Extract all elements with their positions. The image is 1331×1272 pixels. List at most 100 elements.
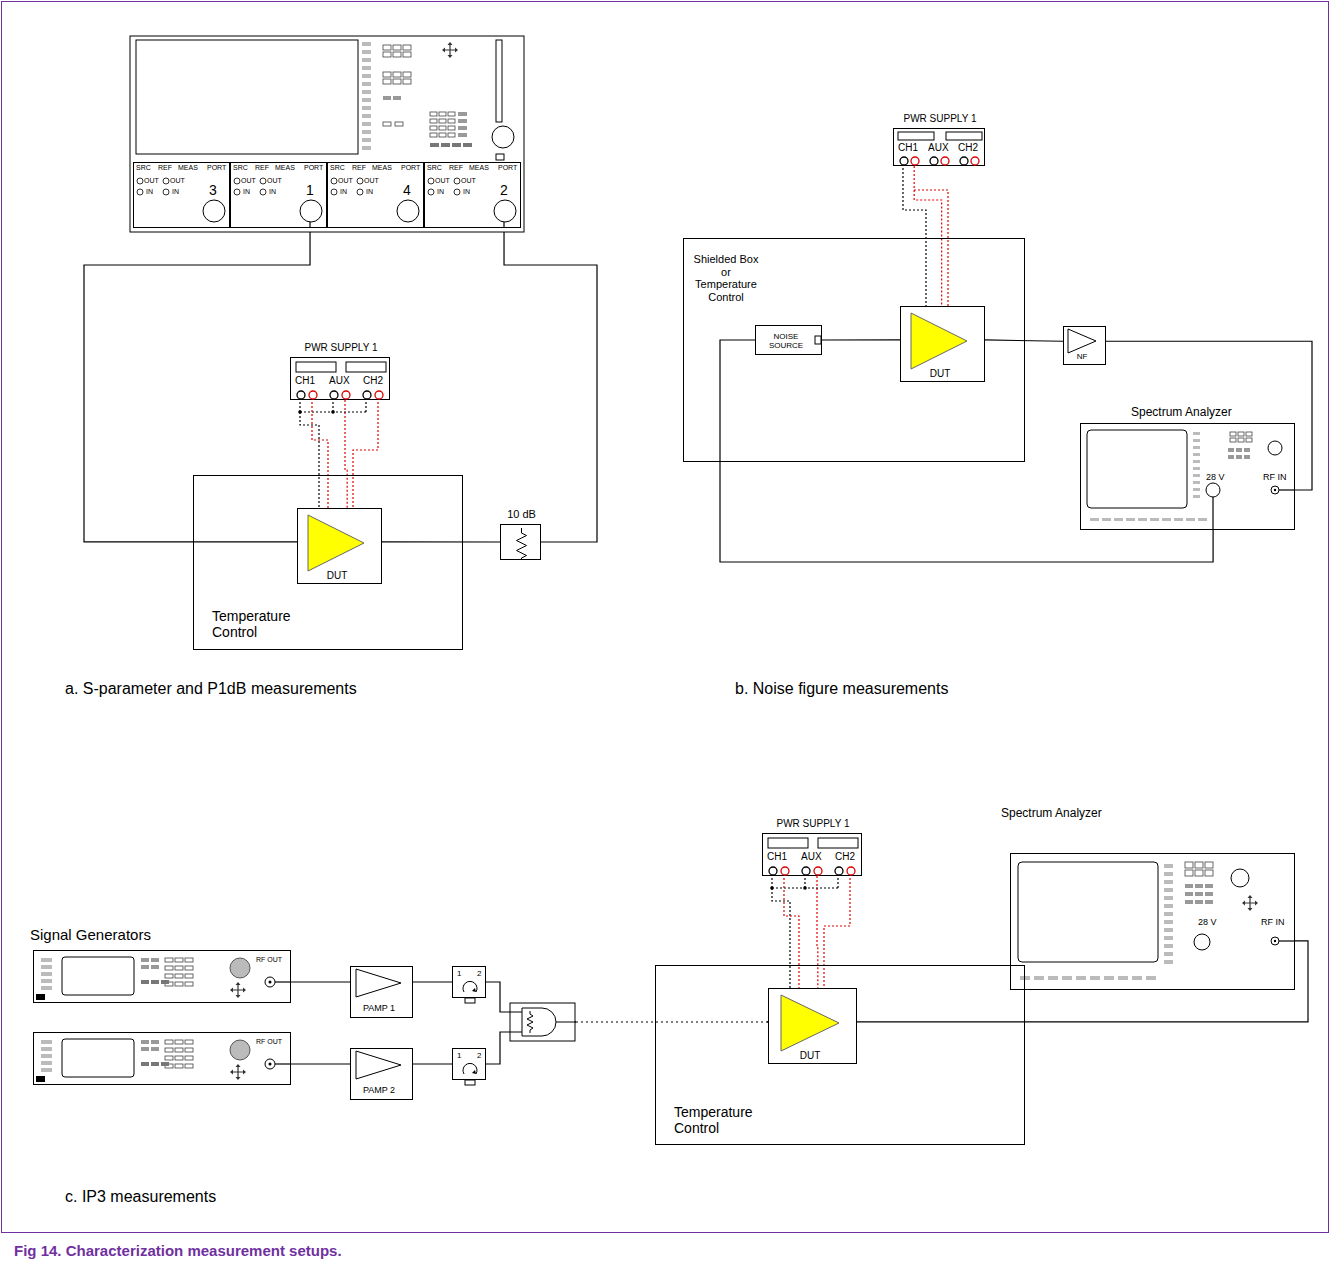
button-symbol: [393, 72, 401, 77]
button-symbol: [448, 119, 455, 123]
button-symbol: [1230, 432, 1236, 436]
terminal-symbol: [930, 157, 938, 165]
button-symbol: [1164, 904, 1173, 908]
button-symbol: [175, 1048, 183, 1052]
node-label: DUT: [298, 570, 376, 582]
node-label: DUT: [901, 368, 979, 380]
shape-outline: [34, 951, 290, 1002]
button-symbol: [161, 980, 169, 984]
terminal-symbol: [847, 867, 855, 875]
node-label: PWR SUPPLY 1: [291, 342, 391, 354]
button-symbol: [430, 112, 437, 116]
spectrum-analyzer-body: [1080, 423, 1295, 530]
power-supply: PWR SUPPLY 1CH1AUXCH2: [290, 357, 390, 400]
button-symbol: [1104, 976, 1114, 980]
wire: [824, 874, 850, 988]
figure-caption: Fig 14. Characterization measurement set…: [14, 1242, 342, 1259]
enclosure-box: Temperature ControlDUT: [655, 965, 1025, 1145]
terminal-symbol: [835, 867, 843, 875]
button-symbol: [151, 1047, 159, 1051]
button-symbol: [1174, 518, 1183, 521]
button-symbol: [151, 980, 159, 984]
display-window: [898, 132, 934, 140]
amplifier-triangle: [781, 995, 839, 1051]
button-symbol: [185, 982, 193, 986]
sub-caption: c. IP3 measurements: [65, 1188, 216, 1206]
connector-symbol: [454, 178, 460, 184]
button-symbol: [1195, 870, 1203, 876]
node-label: IN: [463, 188, 470, 196]
button-symbol: [41, 965, 52, 969]
terminal-symbol: [363, 391, 371, 399]
amplifier: PAMP 2: [350, 1048, 413, 1100]
button-symbol: [362, 82, 371, 86]
navigation-symbol: [231, 1065, 245, 1079]
node-label: OUT: [435, 177, 450, 185]
wire: [312, 398, 328, 508]
button-symbol: [141, 1047, 149, 1051]
terminal-symbol: [309, 391, 317, 399]
bias-wire: [816, 876, 818, 988]
connector-symbol: [260, 189, 266, 195]
button-symbol: [1020, 976, 1030, 980]
port-stub: [1279, 940, 1295, 941]
node-label: IN: [366, 188, 373, 196]
button-symbol: [1164, 928, 1173, 932]
button-symbol: [403, 52, 411, 57]
rf-cable: [822, 339, 900, 340]
node-label: 4: [403, 182, 411, 198]
port-symbol: [1206, 483, 1220, 497]
button-symbol: [362, 138, 371, 142]
button-symbol: [41, 979, 52, 983]
dut-amplifier: DUT: [768, 988, 857, 1064]
node-label: Spectrum Analyzer: [1001, 807, 1102, 821]
button-symbol: [161, 1062, 169, 1066]
button-symbol: [362, 98, 371, 102]
button-symbol: [1114, 518, 1123, 521]
shape-outline: [501, 525, 540, 559]
wire: [300, 412, 319, 508]
spectrum-analyzer: Spectrum Analyzer28 VRF IN: [1010, 853, 1295, 990]
node-label: PORT: [304, 164, 323, 172]
node-label: IN: [437, 188, 444, 196]
button-symbol: [1062, 976, 1072, 980]
button-symbol: [383, 96, 391, 100]
connector-symbol: [331, 189, 337, 195]
port-symbol: [265, 977, 275, 987]
button-symbol: [439, 112, 446, 116]
connector-symbol: [234, 189, 240, 195]
circulator-symbol: [472, 1070, 476, 1074]
wire: [914, 190, 948, 306]
navigation-symbol: [1242, 895, 1258, 911]
node-label: OUT: [267, 177, 282, 185]
node-label: PAMP 1: [351, 1003, 407, 1013]
button-symbol: [393, 79, 401, 84]
node-label: RF OUT: [256, 1038, 282, 1046]
knob-symbol: [1231, 869, 1249, 887]
button-symbol: [362, 50, 371, 54]
circulator-symbol: [472, 988, 476, 992]
node-label: SRC: [233, 164, 248, 172]
port-module: SRCREFMEASPORTOUTOUTININ3: [133, 162, 230, 228]
connector-symbol: [137, 178, 143, 184]
wire: [837, 874, 838, 888]
bias-wire: [345, 400, 347, 508]
amplifier-triangle: [356, 1051, 401, 1079]
button-symbol: [41, 1061, 52, 1065]
wire: [771, 874, 772, 888]
node-label: OUT: [241, 177, 256, 185]
node-label: CH2: [363, 375, 383, 387]
button-symbol: [1150, 518, 1159, 521]
button-symbol: [439, 119, 446, 123]
button-symbol: [439, 126, 446, 130]
button-symbol: [36, 994, 45, 1000]
sub-caption: a. S-parameter and P1dB measurements: [65, 680, 357, 698]
spectrum-analyzer: Spectrum Analyzer28 VRF IN: [1080, 423, 1295, 530]
terminal-symbol: [941, 157, 949, 165]
button-symbol: [362, 74, 371, 78]
node-label: IN: [269, 188, 276, 196]
power-combiner: [510, 1011, 575, 1033]
shape-outline: [1011, 854, 1294, 989]
button-symbol: [1228, 455, 1234, 459]
button-symbol: [458, 133, 467, 137]
